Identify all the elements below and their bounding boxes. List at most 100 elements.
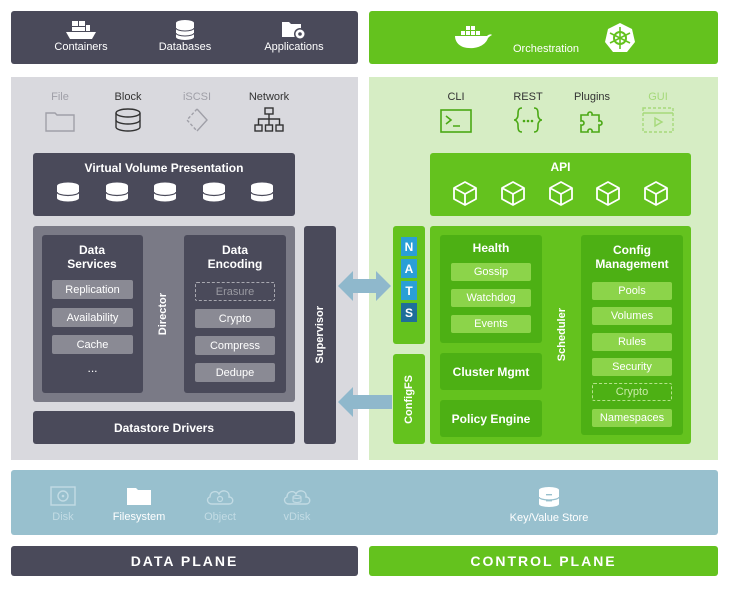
protocol-network-label: Network bbox=[248, 91, 290, 103]
data-services-title: Data Services bbox=[67, 243, 117, 271]
nats-letter: S bbox=[401, 303, 417, 322]
data-encoding-title: Data Encoding bbox=[207, 243, 263, 271]
volume-icons bbox=[55, 181, 275, 203]
control-plane-footer: CONTROL PLANE bbox=[369, 546, 718, 576]
nats-letter: N bbox=[401, 237, 417, 256]
config-item: Crypto bbox=[592, 383, 672, 401]
folder-icon bbox=[45, 112, 75, 132]
volume-disk-icon bbox=[201, 182, 226, 202]
config-item: Rules bbox=[592, 333, 672, 351]
interface-rest: REST bbox=[506, 91, 550, 133]
data-encoding-box: Data Encoding Erasure Crypto Compress De… bbox=[184, 235, 286, 393]
data-services-item: Availability bbox=[52, 308, 133, 327]
health-title: Health bbox=[472, 241, 510, 255]
volume-disk-icon bbox=[104, 182, 129, 202]
top-left-bar: Containers Databases Applications bbox=[11, 11, 358, 64]
cluster-mgmt-box: Cluster Mgmt bbox=[440, 353, 542, 390]
storage-object: Object bbox=[195, 484, 245, 523]
protocol-block-label: Block bbox=[114, 91, 142, 103]
health-item: Gossip bbox=[451, 263, 531, 281]
health-item: Watchdog bbox=[451, 289, 531, 307]
protocol-network: Network bbox=[244, 91, 294, 133]
interface-plugins-label: Plugins bbox=[573, 91, 611, 103]
storage-vdisk-label: vDisk bbox=[283, 511, 311, 523]
storage-disk-label: Disk bbox=[52, 511, 74, 523]
protocol-iscsi-label: iSCSI bbox=[182, 91, 212, 103]
cube-icon bbox=[548, 181, 573, 206]
storage-filesystem: Filesystem bbox=[106, 484, 172, 523]
storage-vdisk: vDisk bbox=[274, 484, 320, 523]
data-services-ellipsis: ... bbox=[87, 361, 98, 375]
database-icon bbox=[538, 487, 560, 507]
left-arrow bbox=[338, 387, 392, 417]
configfs-box: ConfigFS bbox=[393, 354, 425, 444]
cube-icon bbox=[453, 181, 477, 206]
braces-icon bbox=[513, 107, 543, 133]
disk-icon bbox=[115, 108, 141, 132]
protocol-file: File bbox=[38, 91, 82, 133]
cloud-icon bbox=[206, 490, 234, 505]
cube-icon bbox=[500, 181, 525, 206]
nats-letter: T bbox=[401, 281, 417, 300]
disk-icon bbox=[50, 486, 76, 506]
scheduler-label: Scheduler bbox=[556, 308, 568, 362]
containers-item: Containers bbox=[51, 19, 111, 53]
databases-item: Databases bbox=[155, 19, 215, 53]
data-services-item: Cache bbox=[52, 335, 133, 354]
gui-window-icon bbox=[642, 107, 674, 133]
config-management-title: Config Management bbox=[595, 243, 669, 271]
iscsi-icon bbox=[186, 108, 208, 132]
interface-gui-label: GUI bbox=[648, 91, 668, 103]
interface-plugins: Plugins bbox=[568, 91, 616, 133]
storage-object-label: Object bbox=[204, 511, 236, 523]
applications-item: Applications bbox=[259, 19, 329, 53]
data-encoding-item: Compress bbox=[195, 336, 275, 355]
config-management-box: Config Management Pools Volumes Rules Se… bbox=[581, 235, 683, 435]
storage-filesystem-label: Filesystem bbox=[112, 511, 166, 523]
top-right-bar: Orchestration bbox=[369, 11, 718, 64]
policy-engine-label: Policy Engine bbox=[451, 411, 531, 426]
storage-disk: Disk bbox=[40, 484, 86, 523]
puzzle-icon bbox=[580, 111, 603, 133]
volume-disk-icon bbox=[153, 182, 177, 202]
data-plane-footer: DATA PLANE bbox=[11, 546, 358, 576]
storage-kv-store-label: Key/Value Store bbox=[509, 512, 589, 524]
configfs-label: ConfigFS bbox=[403, 374, 415, 424]
supervisor-label: Supervisor bbox=[314, 306, 326, 364]
docker-whale-icon bbox=[455, 26, 492, 49]
control-plane-label: CONTROL PLANE bbox=[470, 553, 617, 569]
health-box: Health Gossip Watchdog Events bbox=[440, 235, 542, 343]
volume-disk-icon bbox=[56, 182, 80, 202]
datastore-drivers-label: Datastore Drivers bbox=[113, 420, 215, 435]
api-box: API bbox=[430, 153, 691, 216]
cube-icon bbox=[596, 181, 621, 206]
data-encoding-item: Erasure bbox=[195, 282, 275, 301]
api-title: API bbox=[550, 160, 571, 174]
data-services-item: Replication bbox=[52, 280, 133, 299]
supervisor-box: Supervisor bbox=[304, 226, 336, 444]
config-item: Volumes bbox=[592, 307, 672, 325]
cube-icon bbox=[644, 181, 668, 206]
double-arrow bbox=[338, 271, 391, 301]
data-encoding-item: Crypto bbox=[195, 309, 275, 328]
data-plane-label: DATA PLANE bbox=[130, 553, 239, 569]
protocol-file-label: File bbox=[51, 91, 69, 103]
nats-logo: N A T S bbox=[401, 237, 417, 322]
volume-disk-icon bbox=[250, 182, 274, 202]
storage-kv-store: Key/Value Store bbox=[494, 486, 604, 524]
director-label: Director bbox=[157, 292, 169, 336]
terminal-icon bbox=[440, 109, 472, 133]
applications-label: Applications bbox=[264, 41, 324, 53]
config-item: Security bbox=[592, 358, 672, 376]
kubernetes-icon bbox=[605, 23, 635, 52]
virtual-volume-title: Virtual Volume Presentation bbox=[84, 161, 244, 175]
config-item: Pools bbox=[592, 282, 672, 300]
folder-gear-icon bbox=[282, 22, 306, 40]
orchestration-label: Orchestration bbox=[513, 43, 580, 55]
network-icon bbox=[254, 107, 284, 132]
nats-letter: A bbox=[401, 259, 417, 278]
interface-cli-label: CLI bbox=[447, 91, 465, 103]
health-item: Events bbox=[451, 315, 531, 333]
data-encoding-item: Dedupe bbox=[195, 363, 275, 382]
folder-icon bbox=[127, 488, 151, 505]
